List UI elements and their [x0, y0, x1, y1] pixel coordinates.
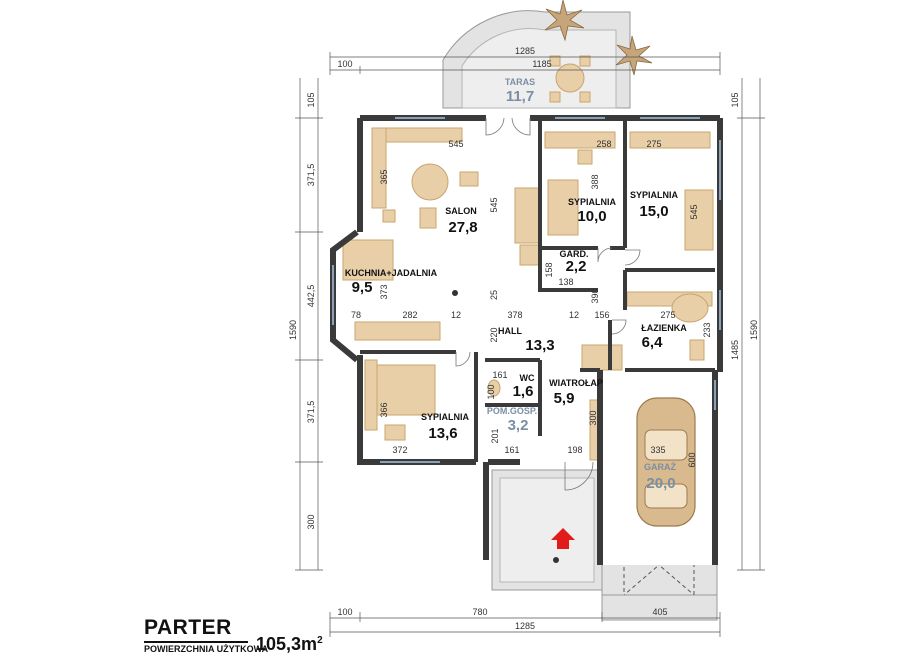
dim-138: 138	[558, 277, 573, 287]
dim-545c: 545	[689, 204, 699, 219]
furniture	[342, 127, 714, 461]
room-name-sypialnia-2: SYPIALNIA	[630, 190, 679, 200]
room-name-garaz: GARAŻ	[644, 462, 676, 472]
dim-275a: 275	[646, 139, 661, 149]
room-area-taras: 11,7	[506, 88, 534, 105]
room-name-sypialnia-3: SYPIALNIA	[421, 412, 470, 422]
dimension-lines	[295, 52, 765, 637]
room-area-sypialnia-1: 10,0	[577, 208, 606, 225]
dim-left-4425: 442,5	[306, 285, 316, 308]
dim-right-total: 1590	[749, 320, 759, 340]
dim-300: 300	[588, 410, 598, 425]
dim-right-1485: 1485	[730, 340, 740, 360]
dim-233: 233	[702, 322, 712, 337]
doors	[455, 117, 641, 491]
dim-258: 258	[596, 139, 611, 149]
dim-top-1185: 1185	[532, 59, 551, 69]
dim-left-300: 300	[306, 514, 316, 529]
entry-arrow-icon	[551, 528, 575, 549]
room-name-pom-gosp: POM.GOSP.	[487, 406, 537, 416]
room-name-sypialnia-1: SYPIALNIA	[568, 197, 617, 207]
title-underline	[144, 641, 248, 643]
dim-top-100: 100	[337, 59, 352, 69]
dim-158: 158	[544, 262, 554, 277]
dim-25: 25	[489, 290, 499, 300]
room-area-sypialnia-3: 13,6	[428, 425, 457, 442]
room-area-wiatrolap: 5,9	[554, 390, 575, 407]
room-name-wc: WC	[520, 373, 535, 383]
dim-388: 388	[590, 174, 600, 189]
room-name-wiatrolap: WIATROŁAP	[549, 378, 603, 388]
room-name-hall: HALL	[498, 326, 522, 336]
room-area-salon: 27,8	[448, 219, 477, 236]
outer-dimensions: 1285 1185 100 100 780 405 1285 105 371,5…	[288, 46, 759, 631]
usable-area-number: 105,3m	[256, 634, 318, 654]
dim-78: 78	[351, 310, 361, 320]
dim-bottom-100: 100	[337, 607, 352, 617]
dim-365: 365	[379, 169, 389, 184]
dim-201: 201	[490, 428, 500, 443]
room-area-gard: 2,2	[566, 258, 587, 275]
usable-area-value: 105,3m2	[256, 634, 323, 655]
dim-161a: 161	[492, 370, 507, 380]
dim-bottom-780: 780	[472, 607, 487, 617]
dim-12a: 12	[451, 310, 461, 320]
dim-left-3715b: 371,5	[306, 401, 316, 424]
dim-335: 335	[650, 445, 665, 455]
title-block: PARTER POWIERZCHNIA UŻYTKOWA 105,3m2	[144, 616, 404, 656]
dim-372: 372	[392, 445, 407, 455]
room-name-kuchnia: KUCHNIA+JADALNIA	[345, 268, 438, 278]
room-area-wc: 1,6	[513, 383, 534, 400]
markers	[452, 290, 559, 563]
dim-156: 156	[594, 310, 609, 320]
room-area-garaz: 20,0	[646, 475, 675, 492]
dim-left-105: 105	[306, 92, 316, 107]
dim-bottom-total: 1285	[515, 621, 535, 631]
dim-100: 100	[486, 384, 496, 399]
floor-title: PARTER	[144, 616, 232, 639]
usable-area-unit-sup: 2	[317, 635, 323, 646]
room-area-pom-gosp: 3,2	[508, 417, 529, 434]
dim-545a: 545	[448, 139, 463, 149]
room-name-gard: GARD.	[560, 249, 589, 259]
dim-left-total: 1590	[288, 320, 298, 340]
dim-161b: 161	[504, 445, 519, 455]
dim-600: 600	[687, 452, 697, 467]
dim-right-105: 105	[730, 92, 740, 107]
interior-floor	[330, 118, 720, 565]
room-area-hall: 13,3	[525, 337, 554, 354]
dim-366: 366	[379, 402, 389, 417]
inner-dimensions: 545 258 275 365 545 388 545 158 138 390 …	[351, 139, 712, 468]
dim-378: 378	[507, 310, 522, 320]
dim-220: 220	[489, 327, 499, 342]
windows	[332, 117, 721, 463]
room-area-lazienka: 6,4	[642, 334, 664, 351]
dim-198: 198	[567, 445, 582, 455]
dim-275b: 275	[660, 310, 675, 320]
inner-walls	[360, 118, 715, 462]
dim-373: 373	[379, 284, 389, 299]
dim-282: 282	[402, 310, 417, 320]
room-name-taras: TARAS	[505, 77, 535, 87]
dim-390: 390	[590, 288, 600, 303]
car-icon	[636, 397, 696, 527]
usable-area-label: POWIERZCHNIA UŻYTKOWA	[144, 644, 269, 654]
dim-bottom-405: 405	[652, 607, 667, 617]
room-area-kuchnia: 9,5	[352, 279, 373, 296]
room-area-sypialnia-2: 15,0	[639, 203, 668, 220]
dim-12b: 12	[569, 310, 579, 320]
dim-top-total: 1285	[515, 46, 535, 56]
room-name-lazienka: ŁAZIENKA	[641, 323, 687, 333]
room-labels: TARAS 11,7 SALON 27,8 KUCHNIA+JADALNIA 9…	[345, 77, 687, 492]
dim-left-3715a: 371,5	[306, 164, 316, 187]
room-name-salon: SALON	[445, 206, 477, 216]
dim-545b: 545	[489, 197, 499, 212]
